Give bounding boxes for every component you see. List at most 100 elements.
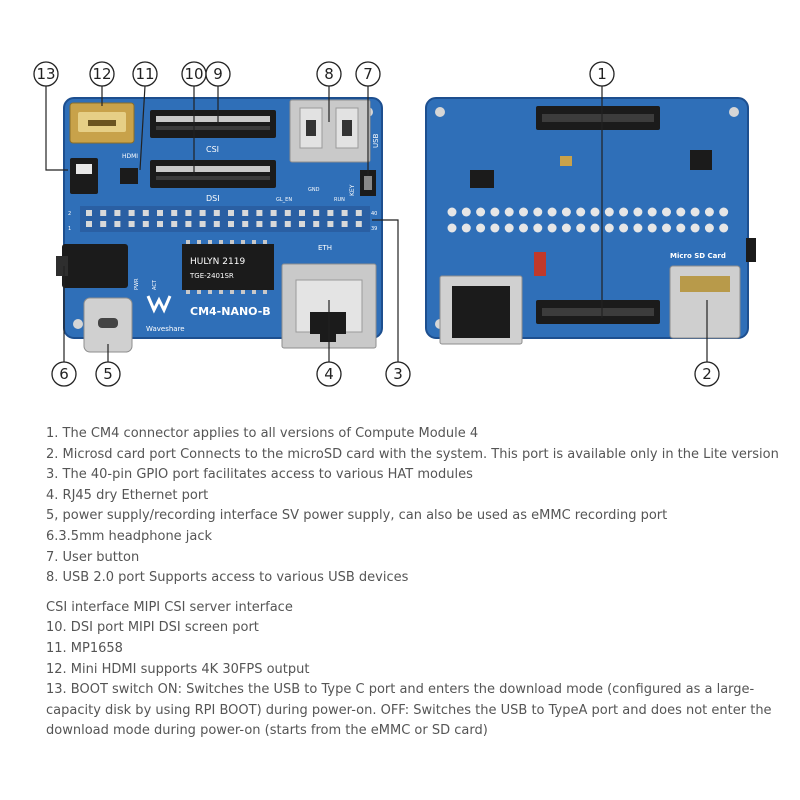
- callout-number: 8: [324, 65, 334, 83]
- description-gap: [46, 589, 786, 598]
- usb-a-port: [289, 99, 371, 163]
- transformer-leg: [263, 240, 267, 244]
- gpio-pad: [719, 207, 729, 217]
- callout-11: 11: [132, 61, 158, 87]
- gpio-pin: [270, 210, 277, 216]
- gpio-pin: [128, 221, 135, 227]
- description-item-3: 3. The 40-pin GPIO port facilitates acce…: [46, 467, 473, 483]
- callout-number: 2: [702, 365, 712, 383]
- transformer-leg: [197, 290, 201, 294]
- pin-39-label: 39: [371, 226, 377, 232]
- dsi-label: DSI: [206, 194, 220, 203]
- mount-hole: [435, 107, 445, 117]
- callout-number: 3: [393, 365, 403, 383]
- callout-8: 8: [316, 61, 342, 87]
- gpio-pin: [100, 210, 107, 216]
- gpio-pin: [284, 221, 291, 227]
- gpio-pin: [213, 210, 220, 216]
- transformer-leg: [252, 290, 256, 294]
- gpio-pad: [604, 223, 614, 233]
- jack-edge: [746, 238, 756, 262]
- callout-circle: [316, 361, 342, 387]
- gpio-pad: [662, 207, 671, 217]
- gpio-pin: [142, 210, 149, 216]
- gpio-pad: [561, 207, 571, 217]
- mount-hole: [73, 319, 83, 329]
- callout-number: 9: [213, 65, 223, 83]
- hdmi-label: HDMI: [122, 153, 138, 160]
- gpio-pin: [128, 210, 135, 216]
- transformer-leg: [230, 240, 234, 244]
- transformer-leg: [208, 240, 212, 244]
- transformer-leg: [241, 290, 245, 294]
- key-label: KEY: [349, 184, 356, 196]
- gpio-pad: [719, 223, 729, 233]
- callout-3: 3: [385, 361, 411, 387]
- ic-chip: [690, 150, 712, 170]
- leader-11: [139, 85, 146, 171]
- gpio-pin: [86, 221, 92, 227]
- gpio-pad: [519, 223, 528, 233]
- callout-1: 1: [589, 61, 615, 87]
- gpio-pad: [547, 223, 557, 233]
- gpio-pin: [199, 221, 206, 227]
- description-item-2: 2. Microsd card port Connects to the mic…: [46, 446, 779, 462]
- gpio-pad: [676, 207, 686, 217]
- gpio-pad: [633, 223, 643, 233]
- gpio-pad: [533, 207, 543, 217]
- description-item-9: CSI interface MIPI CSI server interface: [46, 599, 293, 615]
- board-photos: HDMI CSI DSI USB: [33, 61, 756, 387]
- callout-circle: [589, 61, 615, 87]
- gpio-pad: [561, 223, 571, 233]
- gpio-pin: [341, 221, 348, 227]
- gpio-pin: [228, 210, 234, 216]
- callout-number: 10: [184, 65, 203, 83]
- gpio-pad: [490, 223, 500, 233]
- cm4-connector-top: [536, 106, 660, 130]
- gpio-pad: [476, 207, 486, 217]
- gpio-pin: [199, 210, 206, 216]
- gpio-pin: [327, 221, 334, 227]
- gpio-pin: [86, 210, 92, 216]
- gpio-pin: [114, 210, 121, 216]
- gl-en-label: GL_EN: [276, 197, 292, 203]
- model-label: CM4-NANO-B: [190, 305, 271, 318]
- board-illustration: HDMI CSI DSI USB: [33, 61, 756, 387]
- callout-13: 13: [33, 61, 59, 87]
- gpio-pin: [341, 210, 348, 216]
- gpio-pad: [447, 223, 457, 233]
- gpio-pin: [327, 210, 334, 216]
- gpio-pads-back: [447, 207, 729, 233]
- callout-7: 7: [355, 61, 381, 87]
- leader-13: [45, 86, 68, 171]
- transformer-leg: [263, 290, 267, 294]
- gpio-pin: [171, 221, 178, 227]
- gpio-pad: [490, 207, 500, 217]
- gpio-pad: [619, 223, 629, 233]
- callout-number: 12: [92, 65, 111, 83]
- gpio-pad: [519, 207, 528, 217]
- headphone-jack: [56, 244, 128, 288]
- callout-12: 12: [89, 61, 115, 87]
- gpio-pad: [604, 207, 614, 217]
- transformer-leg: [186, 240, 190, 244]
- gpio-pad: [647, 207, 657, 217]
- leader-3: [372, 219, 399, 362]
- gpio-pad: [533, 223, 543, 233]
- callout-10: 10: [181, 61, 207, 87]
- gpio-pin: [355, 210, 362, 216]
- gpio-pin: [299, 210, 305, 216]
- gpio-pin: [256, 210, 263, 216]
- csi-connector: [150, 110, 276, 138]
- gpio-pad: [461, 207, 471, 217]
- boot-switch: [70, 158, 98, 194]
- description-item-7: 7. User button: [46, 549, 140, 565]
- gpio-pad: [476, 223, 486, 233]
- gpio-pad: [504, 207, 514, 217]
- gpio-pin: [313, 210, 320, 216]
- gpio-pad: [590, 207, 600, 217]
- gpio-pad: [590, 223, 600, 233]
- mount-hole: [729, 107, 739, 117]
- description-item-8: 8. USB 2.0 port Supports access to vario…: [46, 570, 409, 586]
